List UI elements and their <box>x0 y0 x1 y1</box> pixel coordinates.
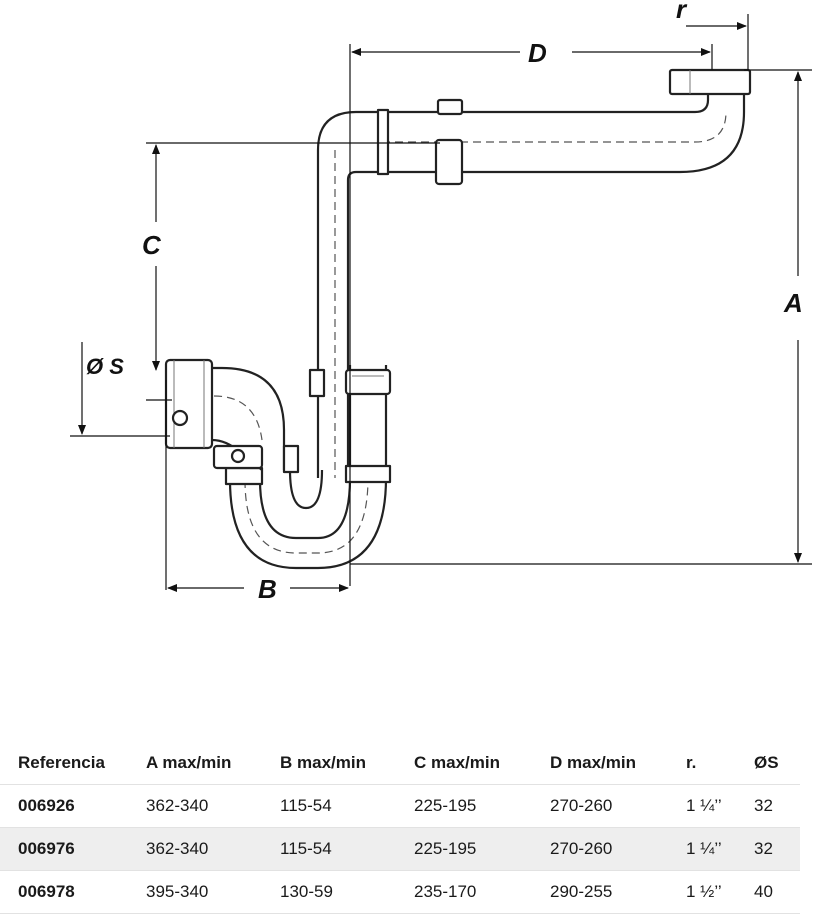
label-r: r <box>676 0 688 24</box>
table-row: 006978 395-340 130-59 235-170 290-255 1 … <box>0 871 800 914</box>
dimensions-table: Referencia A max/min B max/min C max/min… <box>0 742 800 914</box>
siphon-pipe <box>164 68 752 570</box>
cell-d: 290-255 <box>550 882 613 901</box>
cell-d: 270-260 <box>550 839 613 858</box>
cell-s: 40 <box>754 882 773 901</box>
cell-reference: 006978 <box>18 882 75 901</box>
cell-reference: 006926 <box>18 796 75 815</box>
cell-a: 362-340 <box>146 839 209 858</box>
label-d: D <box>528 38 547 68</box>
cell-b: 130-59 <box>280 882 333 901</box>
cell-a: 362-340 <box>146 796 209 815</box>
cell-c: 235-170 <box>414 882 477 901</box>
cell-s: 32 <box>754 796 773 815</box>
dimension-lines <box>70 14 812 592</box>
label-a: A <box>783 288 803 318</box>
cell-b: 115-54 <box>280 839 332 858</box>
siphon-dimension-drawing: r D C A Ø S B <box>70 0 812 604</box>
cell-r: 1 ¼’’ <box>686 796 722 815</box>
cell-a: 395-340 <box>146 882 209 901</box>
cell-s: 32 <box>754 839 773 858</box>
column-header: C max/min <box>414 753 500 772</box>
cell-c: 225-195 <box>414 839 477 858</box>
cell-r: 1 ¼’’ <box>686 839 722 858</box>
column-header: Referencia <box>18 753 105 772</box>
column-header: ØS <box>754 753 779 772</box>
cell-b: 115-54 <box>280 796 332 815</box>
column-header: D max/min <box>550 753 636 772</box>
table-header-row: Referencia A max/min B max/min C max/min… <box>0 742 800 785</box>
cell-c: 225-195 <box>414 796 477 815</box>
table-row: 006926 362-340 115-54 225-195 270-260 1 … <box>0 785 800 828</box>
column-header: A max/min <box>146 753 232 772</box>
cell-d: 270-260 <box>550 796 613 815</box>
label-b: B <box>258 574 277 604</box>
column-header: r. <box>686 753 697 772</box>
label-c: C <box>142 230 162 260</box>
cell-r: 1 ½’’ <box>686 882 722 901</box>
cell-reference: 006976 <box>18 839 75 858</box>
label-s: Ø S <box>86 354 124 379</box>
table-row: 006976 362-340 115-54 225-195 270-260 1 … <box>0 827 800 871</box>
column-header: B max/min <box>280 753 366 772</box>
